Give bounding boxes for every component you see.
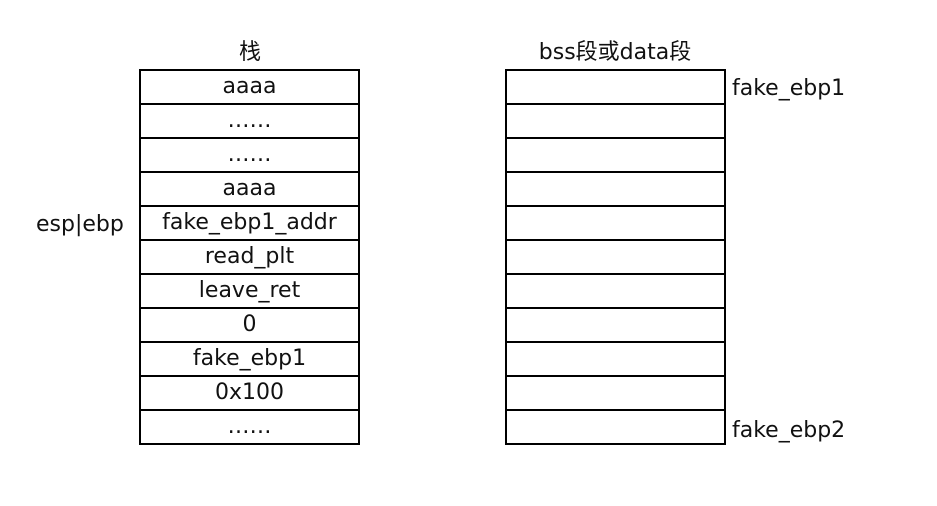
bss-cell: [507, 309, 724, 343]
bss-cell: [507, 275, 724, 309]
stack-cell: ……: [141, 139, 358, 173]
stack-cell: 0x100: [141, 377, 358, 411]
bss-cell: [507, 343, 724, 377]
stack-cell: fake_ebp1_addr: [141, 207, 358, 241]
bss-cell: [507, 207, 724, 241]
stack-cell: aaaa: [141, 71, 358, 105]
stack-cell: ……: [141, 105, 358, 139]
esp-ebp-label: esp|ebp: [36, 212, 124, 237]
bss-cell: [507, 173, 724, 207]
bss-cell: [507, 71, 724, 105]
bss-title: bss段或data段: [538, 40, 692, 65]
stack-cell: ……: [141, 411, 358, 445]
bss-cell: [507, 241, 724, 275]
bss-cell: [507, 105, 724, 139]
stack-cell: leave_ret: [141, 275, 358, 309]
bss-cell: [507, 139, 724, 173]
fake-ebp2-label: fake_ebp2: [732, 418, 846, 443]
fake-ebp1-label: fake_ebp1: [732, 76, 846, 101]
stack-cell: fake_ebp1: [141, 343, 358, 377]
stack-cell: 0: [141, 309, 358, 343]
bss-cell: [507, 411, 724, 445]
bss-cell: [507, 377, 724, 411]
bss-column: [505, 69, 726, 445]
stack-title: 栈: [238, 40, 261, 65]
stack-cell: aaaa: [141, 173, 358, 207]
stack-cell: read_plt: [141, 241, 358, 275]
